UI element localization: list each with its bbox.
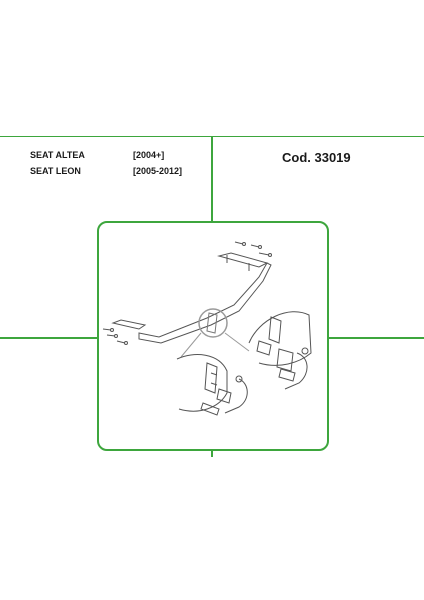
detail-view-right bbox=[248, 311, 312, 390]
product-code: Cod. 33019 bbox=[282, 150, 351, 165]
diagram-frame bbox=[97, 221, 329, 451]
bottom-vertical-divider bbox=[211, 451, 213, 457]
towbar-crossbeam bbox=[138, 262, 272, 344]
vehicle-years: [2004+] bbox=[133, 150, 165, 160]
detail-view-left bbox=[176, 354, 248, 416]
right-horizontal-divider bbox=[329, 337, 424, 339]
vehicle-model: SEAT ALTEA bbox=[30, 150, 85, 160]
towbar-exploded-diagram bbox=[102, 241, 312, 416]
vehicle-row: SEAT LEON [2005-2012] bbox=[30, 163, 182, 179]
left-mounting-bracket bbox=[111, 319, 147, 330]
vehicle-row: SEAT ALTEA [2004+] bbox=[30, 147, 182, 163]
mounting-bolts bbox=[102, 241, 272, 345]
top-vertical-divider bbox=[211, 136, 213, 221]
vehicle-list: SEAT ALTEA [2004+] SEAT LEON [2005-2012] bbox=[30, 147, 182, 179]
left-horizontal-divider bbox=[0, 337, 97, 339]
right-mounting-bracket bbox=[217, 252, 269, 268]
detail-zoom-circle bbox=[198, 308, 228, 338]
vehicle-years: [2005-2012] bbox=[133, 166, 183, 176]
vehicle-model: SEAT LEON bbox=[30, 166, 81, 176]
